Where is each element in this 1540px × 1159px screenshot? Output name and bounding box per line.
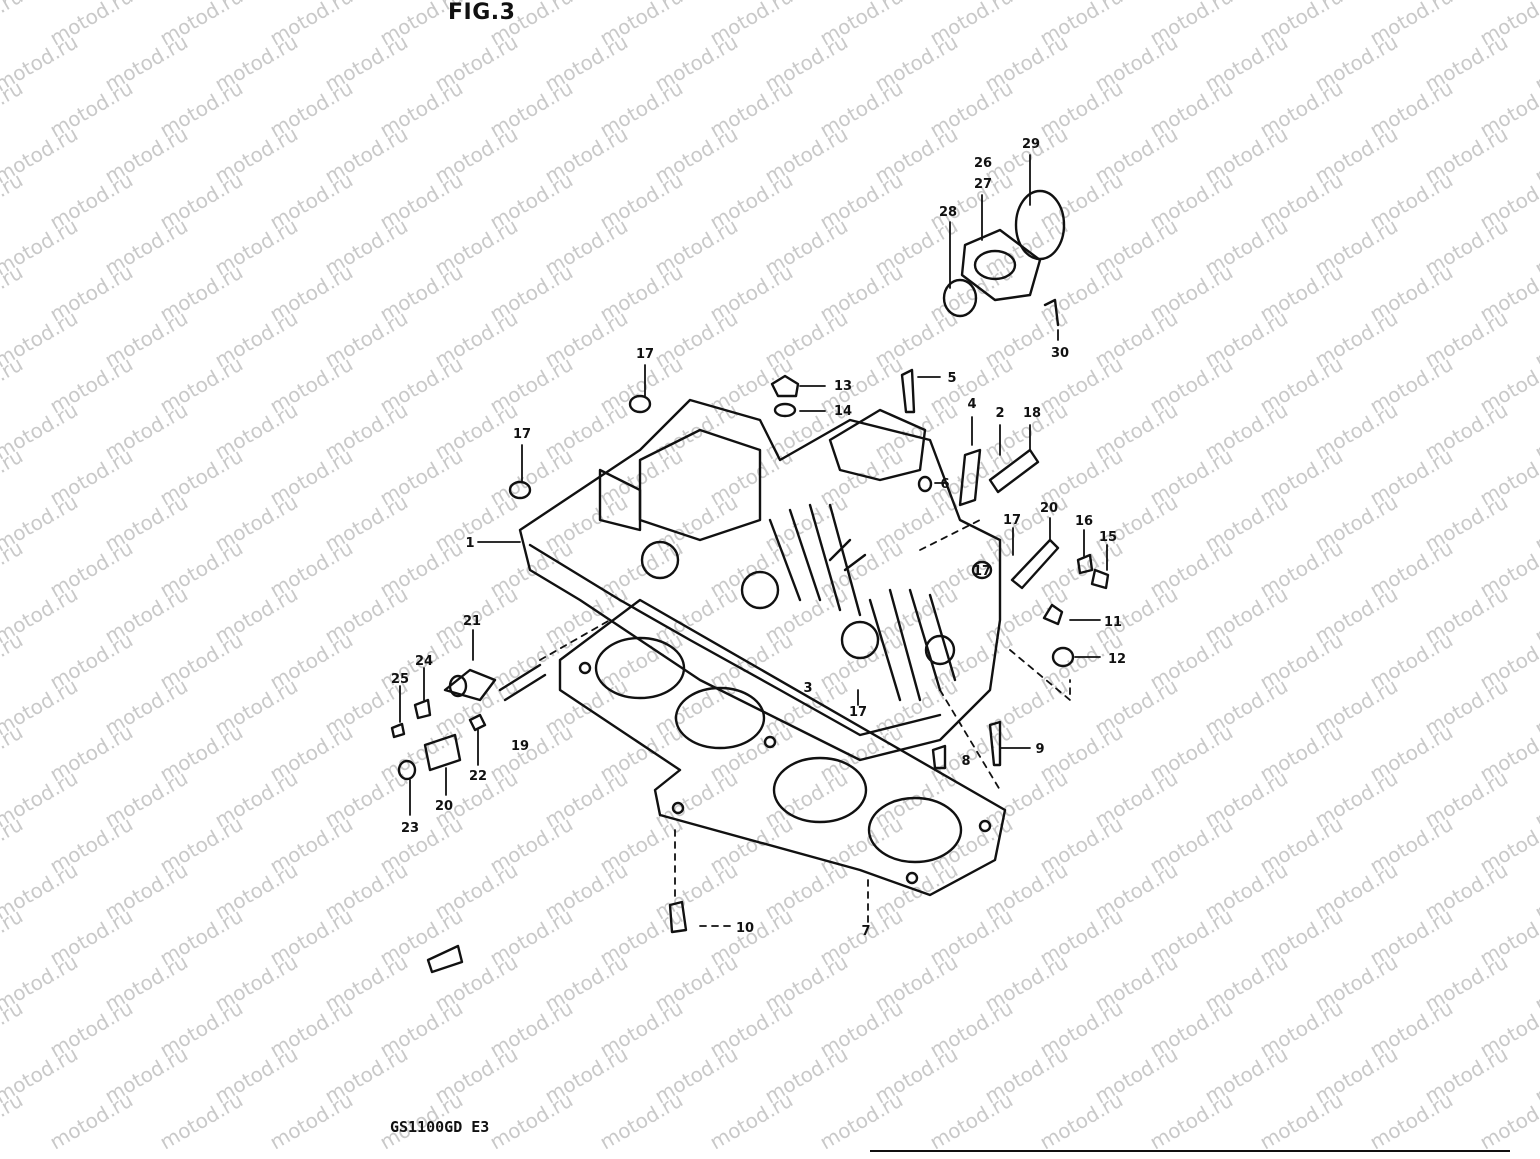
callout-3: 3 (803, 681, 812, 696)
callout-17: 17 (1003, 513, 1021, 528)
callout-20: 20 (1040, 501, 1058, 516)
callout-5: 5 (947, 371, 956, 386)
callout-1: 1 (465, 536, 474, 551)
watermark-text: motod.ru (46, 1088, 137, 1155)
callout-13: 13 (834, 379, 852, 394)
callout-16: 16 (1075, 514, 1093, 529)
callout-7: 7 (861, 924, 870, 939)
model-code: GS1100GD E3 (390, 1118, 489, 1136)
callout-2: 2 (995, 406, 1004, 421)
watermark-text: motod.ru (0, 76, 27, 143)
watermark-text: motod.ru (0, 168, 27, 235)
watermark-text: motod.ru (1476, 1088, 1540, 1155)
watermark-text: motod.ru (0, 628, 27, 695)
callout-21: 21 (463, 614, 481, 629)
callout-17: 17 (636, 347, 654, 362)
watermark-text: motod.ru (1146, 1088, 1237, 1155)
watermark-text: motod.ru (0, 812, 27, 879)
watermark-text: motod.ru (0, 996, 27, 1063)
watermark-text: motod.ru (486, 1088, 577, 1155)
callout-15: 15 (1099, 530, 1117, 545)
callout-4: 4 (967, 397, 976, 412)
callout-9: 9 (1035, 742, 1044, 757)
callout-19: 19 (511, 739, 529, 754)
watermark-text: motod.ru (0, 904, 27, 971)
callout-20: 20 (435, 799, 453, 814)
watermark-text: motod.ru (1036, 1088, 1127, 1155)
callout-26: 26 (974, 156, 992, 171)
callout-28: 28 (939, 205, 957, 220)
watermark-text: motod.ru (0, 1088, 27, 1155)
callout-22: 22 (469, 769, 487, 784)
callout-27: 27 (974, 177, 992, 192)
watermark-text: motod.ru (0, 536, 27, 603)
watermark-text: motod.ru (0, 352, 27, 419)
callout-14: 14 (834, 404, 852, 419)
watermark-text: motod.ru (156, 1088, 247, 1155)
callout-29: 29 (1022, 137, 1040, 152)
watermark-text: motod.ru (1366, 1088, 1457, 1155)
watermark-text: motod.ru (596, 1088, 687, 1155)
callout-8: 8 (961, 754, 970, 769)
callout-17: 17 (973, 564, 991, 579)
callout-6: 6 (940, 477, 949, 492)
callout-12: 12 (1108, 652, 1126, 667)
callout-17: 17 (513, 427, 531, 442)
watermark-text: motod.ru (0, 260, 27, 327)
callout-30: 30 (1051, 346, 1069, 361)
callout-23: 23 (401, 821, 419, 836)
watermark-text: motod.ru (816, 1088, 907, 1155)
callout-18: 18 (1023, 406, 1041, 421)
watermark-text: motod.ru (0, 444, 27, 511)
watermark-text: motod.ru (0, 0, 27, 50)
figure-title: FIG.3 (448, 0, 515, 25)
watermark-text: motod.ru (926, 1088, 1017, 1155)
callout-10: 10 (736, 921, 754, 936)
bottom-rule (870, 1150, 1510, 1152)
callout-25: 25 (391, 672, 409, 687)
watermark-text: motod.ru (1256, 1088, 1347, 1155)
callout-17: 17 (849, 705, 867, 720)
callout-24: 24 (415, 654, 433, 669)
watermark-text: motod.ru (266, 1088, 357, 1155)
watermark-text: motod.ru (706, 1088, 797, 1155)
callout-11: 11 (1104, 615, 1122, 630)
watermark-text: motod.ru (0, 720, 27, 787)
